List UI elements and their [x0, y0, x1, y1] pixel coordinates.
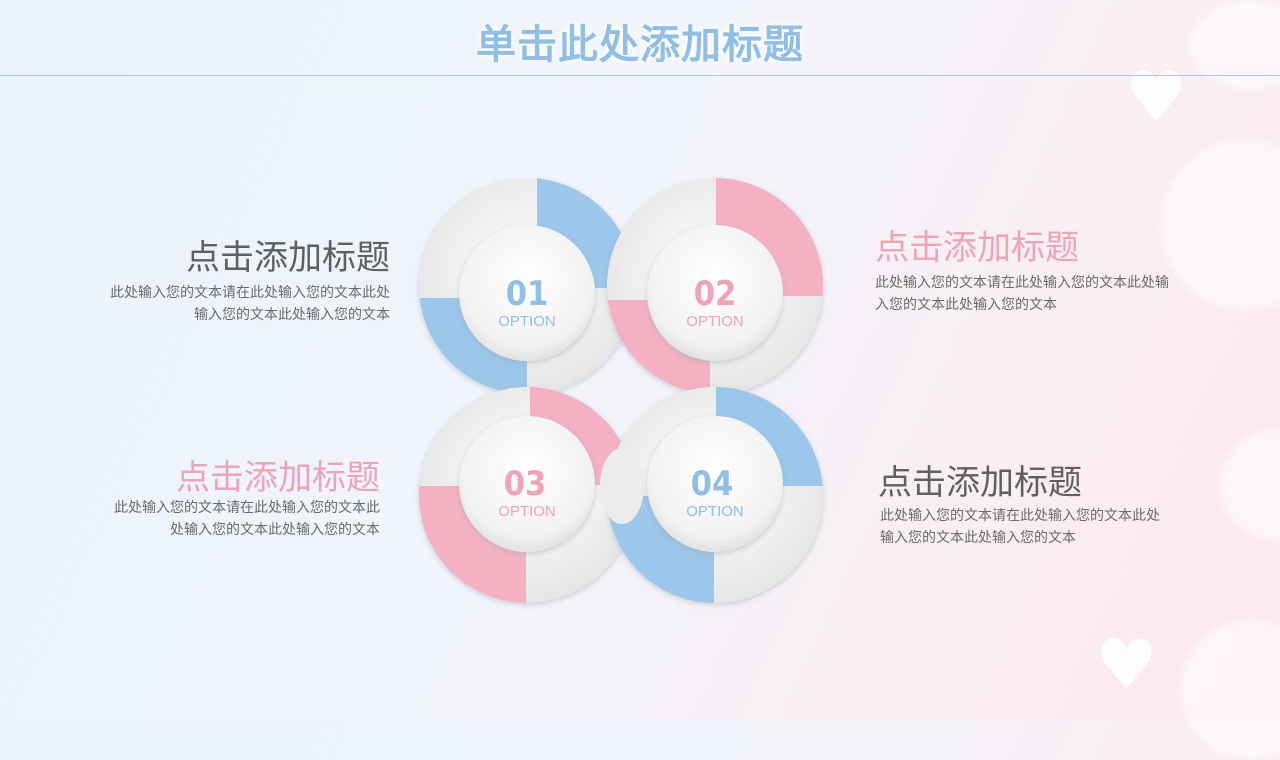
item-description-03[interactable]: 此处输入您的文本请在此处输入您的文本此 处输入您的文本此处输入您的文本 — [40, 497, 380, 541]
center-connector — [600, 448, 644, 524]
item-heading-01[interactable]: 点击添加标题 — [186, 238, 390, 278]
description-line: 此处输入您的文本请在此处输入您的文本此处输 — [875, 275, 1169, 291]
option-number-03: 03 — [504, 464, 547, 504]
description-line: 输入您的文本此处输入您的文本 — [194, 307, 390, 323]
bokeh-circle — [1180, 620, 1280, 760]
option-label-01: OPTION — [498, 313, 556, 330]
option-label-02: OPTION — [686, 313, 744, 330]
bokeh-circle — [1220, 430, 1280, 540]
option-number-04: 04 — [691, 464, 734, 504]
item-heading-04[interactable]: 点击添加标题 — [878, 463, 1082, 503]
description-line: 此处输入您的文本请在此处输入您的文本此处 — [880, 508, 1160, 524]
description-line: 输入您的文本此处输入您的文本 — [880, 530, 1076, 546]
option-number-01: 01 — [506, 274, 549, 314]
item-description-02[interactable]: 此处输入您的文本请在此处输入您的文本此处输 入您的文本此处输入您的文本 — [875, 272, 1235, 316]
heart-icon: ♥ — [1125, 56, 1188, 138]
description-line: 入您的文本此处输入您的文本 — [875, 297, 1057, 313]
title-divider — [0, 75, 1280, 76]
option-label-03: OPTION — [498, 503, 556, 520]
option-label-04: OPTION — [686, 503, 744, 520]
description-line: 此处输入您的文本请在此处输入您的文本此处 — [110, 285, 390, 301]
heart-icon: ♥ — [1095, 624, 1158, 706]
item-description-01[interactable]: 此处输入您的文本请在此处输入您的文本此处 输入您的文本此处输入您的文本 — [40, 282, 390, 326]
item-description-04[interactable]: 此处输入您的文本请在此处输入您的文本此处 输入您的文本此处输入您的文本 — [880, 505, 1210, 549]
option-number-02: 02 — [694, 274, 737, 314]
item-heading-03[interactable]: 点击添加标题 — [176, 458, 380, 498]
description-line: 处输入您的文本此处输入您的文本 — [170, 522, 380, 538]
item-heading-02[interactable]: 点击添加标题 — [875, 228, 1079, 268]
description-line: 此处输入您的文本请在此处输入您的文本此 — [114, 500, 380, 516]
four-option-diagram: 01 OPTION 02 OPTION 03 OPTION 04 OPTION — [400, 170, 850, 620]
page-title[interactable]: 单击此处添加标题 — [476, 22, 804, 68]
